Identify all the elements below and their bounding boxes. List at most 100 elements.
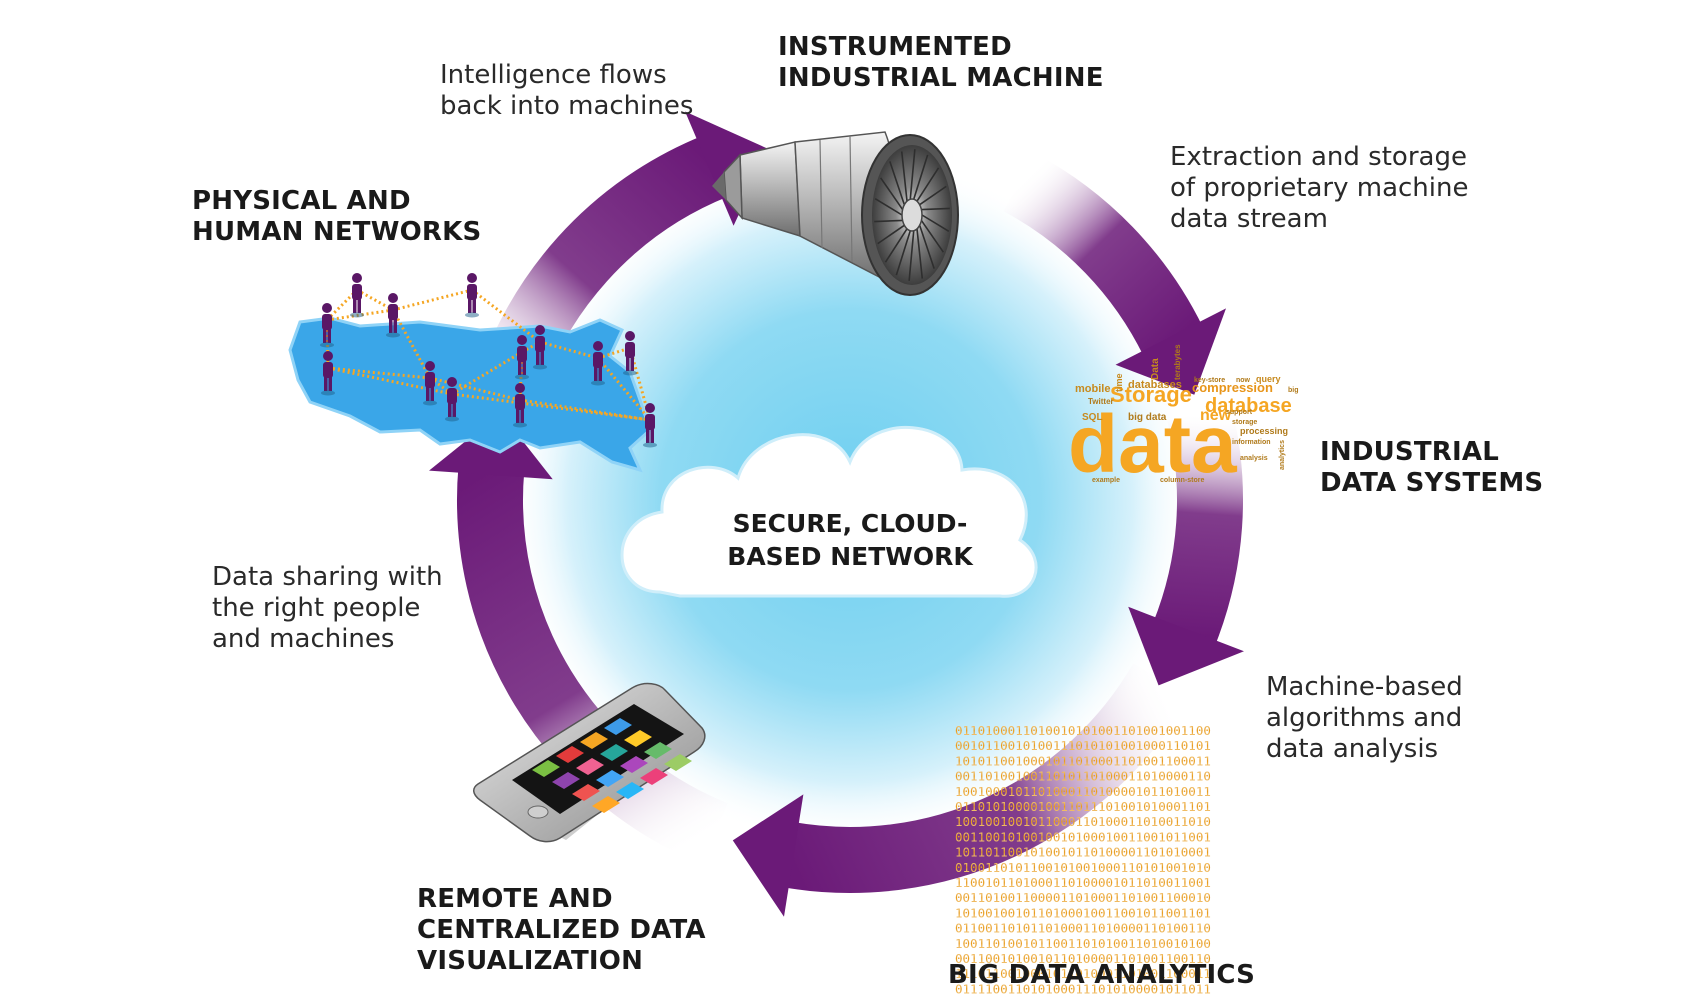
ring-segment <box>457 465 728 865</box>
person-figure <box>591 341 605 386</box>
network-link <box>326 308 394 322</box>
app-icon <box>596 770 624 787</box>
network-map-icon <box>288 273 657 473</box>
stage-heading-data-systems: INDUSTRIAL DATA SYSTEMS <box>1320 437 1543 499</box>
stage-heading-machine: INSTRUMENTED INDUSTRIAL MACHINE <box>778 32 1104 94</box>
person-figure <box>445 377 459 422</box>
word-cloud-word: database <box>1205 395 1292 417</box>
word-cloud-word: processing <box>1240 426 1288 436</box>
flow-label-intelligence: Intelligence flows back into machines <box>440 60 693 122</box>
binary-row: 0011010010011010110100011010000110 <box>955 769 1211 784</box>
binary-row: 1001101001011001101010011010010100 <box>955 936 1211 951</box>
cloud-icon <box>620 425 1038 598</box>
heading-line: BIG DATA ANALYTICS <box>948 960 1256 990</box>
app-icon <box>640 768 668 785</box>
fan-blade <box>879 177 904 210</box>
word-cloud-word: terabytes <box>1173 344 1182 380</box>
network-link <box>596 357 652 421</box>
fan-blade <box>874 219 903 223</box>
ring-segment <box>781 663 1191 893</box>
person-figure <box>465 273 479 318</box>
binary-row: 1011011001010010110100001101010001 <box>955 845 1211 860</box>
center-title-line: SECURE, CLOUD- <box>732 509 968 538</box>
binary-row: 0010110010100111010101001000110101 <box>955 738 1211 753</box>
smartphone-icon <box>473 682 706 843</box>
app-icon <box>620 756 648 773</box>
word-cloud-word: example <box>1092 477 1120 484</box>
word-cloud-word: Storage <box>1110 382 1192 407</box>
fan-blade <box>895 230 912 276</box>
fan-blade <box>916 228 924 279</box>
word-cloud-word: Twitter <box>1088 397 1114 406</box>
network-link <box>392 288 473 312</box>
person-figure <box>320 303 334 348</box>
heading-line: PHYSICAL AND <box>192 186 411 216</box>
app-icon <box>604 718 632 735</box>
flow-line: Extraction and storage <box>1170 142 1467 172</box>
fan-blade <box>916 167 940 202</box>
network-link <box>519 398 651 422</box>
word-cloud-word: mobile <box>1075 383 1110 395</box>
flow-label-algorithms: Machine-based algorithms and data analys… <box>1266 672 1463 766</box>
word-cloud-main: data <box>1068 399 1238 490</box>
network-link <box>325 288 359 322</box>
app-icon <box>572 784 600 801</box>
person-figure <box>533 325 547 370</box>
fan-blade <box>908 230 915 281</box>
person-figure <box>386 293 400 338</box>
person-figure <box>350 273 364 318</box>
ring-segment <box>1153 404 1243 648</box>
ring-arrowhead <box>732 794 804 917</box>
binary-row: 0110100011010010101001101001001100 <box>955 723 1211 738</box>
word-cloud-word: analysis <box>1240 455 1268 462</box>
fan-blade <box>900 151 908 202</box>
heading-line: CENTRALIZED DATA <box>417 915 706 946</box>
app-icon <box>616 782 644 799</box>
flow-label-extraction: Extraction and storage of proprietary ma… <box>1170 142 1468 236</box>
flow-line: data stream <box>1170 204 1328 235</box>
network-link <box>451 350 523 396</box>
fan-blade <box>909 149 916 200</box>
person-figure <box>321 351 335 396</box>
app-icon <box>532 760 560 777</box>
fan-blade <box>919 185 947 206</box>
person-figure <box>513 383 527 428</box>
heading-line: DATA SYSTEMS <box>1320 468 1544 499</box>
word-cloud-word: Data <box>1150 358 1161 380</box>
binary-row: 1110110010001011010001101001100011 <box>955 966 1211 981</box>
fan-blade <box>877 224 905 245</box>
network-link <box>429 376 521 402</box>
network-link <box>539 340 599 360</box>
flow-line: the right people <box>212 593 421 624</box>
network-link <box>451 392 651 422</box>
jet-engine-icon <box>712 131 959 296</box>
binary-row: 1010010010110100010011001011001101 <box>955 905 1211 920</box>
word-cloud-word: new <box>1200 407 1232 424</box>
person-figure <box>643 403 657 448</box>
fan-blade <box>921 207 950 211</box>
binary-row: 0011001010010010100010011001011001 <box>955 829 1211 844</box>
center-network-title: SECURE, CLOUD- BASED NETWORK <box>720 508 980 573</box>
word-cloud-word: big <box>1288 387 1299 394</box>
app-icon <box>556 746 584 763</box>
heading-line: REMOTE AND <box>417 884 613 914</box>
stage-heading-networks: PHYSICAL AND HUMAN NETWORKS <box>192 186 481 248</box>
flow-line: and machines <box>212 624 395 655</box>
binary-row: 0110011010110100011010000110100110 <box>955 921 1211 936</box>
stage-heading-remote: REMOTE AND CENTRALIZED DATA VISUALIZATIO… <box>417 884 706 978</box>
app-icon <box>552 772 580 789</box>
word-cloud-word: query <box>1256 374 1281 384</box>
flow-line: Intelligence flows <box>440 60 667 90</box>
network-link <box>597 346 631 360</box>
heading-line: HUMAN NETWORKS <box>192 217 482 248</box>
flow-line: back into machines <box>440 91 694 122</box>
word-cloud-word: big data <box>1128 412 1167 423</box>
binary-row: 1001001001011000110100011010011010 <box>955 814 1211 829</box>
binary-row: 1001000101101000110100001011010011 <box>955 784 1211 799</box>
binary-row: 0100110101100101001000110101001010 <box>955 860 1211 875</box>
app-icon <box>664 754 692 771</box>
flow-line: data analysis <box>1266 734 1439 765</box>
flow-label-sharing: Data sharing with the right people and m… <box>212 562 443 656</box>
word-cloud-word: storage <box>1232 419 1257 426</box>
